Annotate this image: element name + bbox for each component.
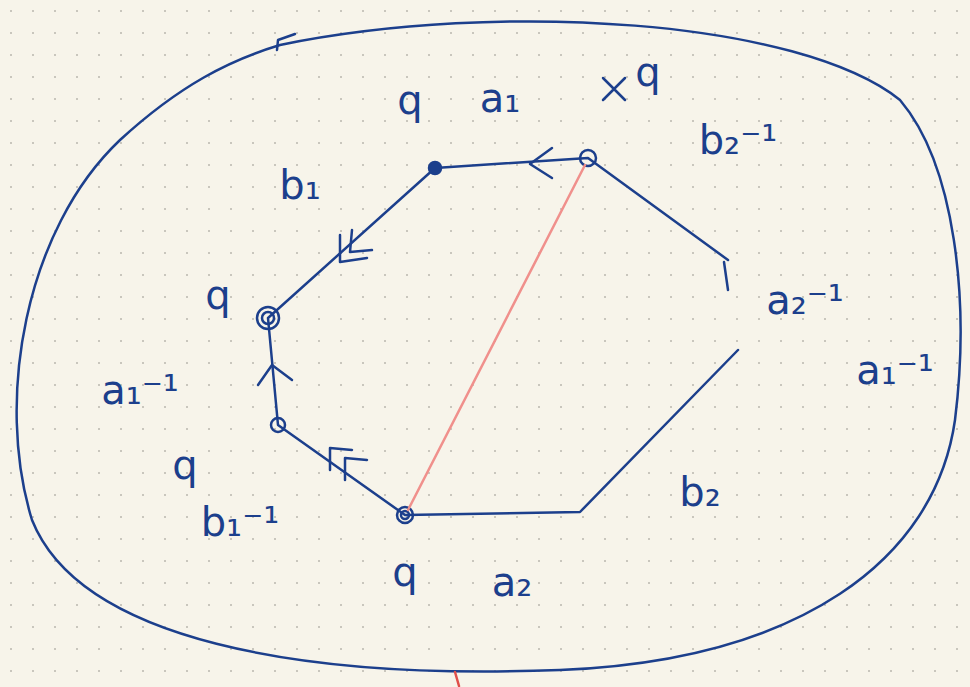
edge-label: a₁⁻¹ bbox=[101, 370, 179, 410]
edge-label: a₁ bbox=[480, 78, 521, 118]
arrow-mark bbox=[258, 365, 292, 385]
edge-label: q bbox=[397, 80, 422, 120]
vertex-dot bbox=[257, 307, 279, 329]
vertex-dot bbox=[401, 511, 409, 519]
vertex-dot bbox=[429, 162, 441, 174]
arrow-mark bbox=[345, 458, 367, 480]
edge-label: q bbox=[635, 52, 660, 92]
vertex-dot bbox=[262, 312, 274, 324]
edge-label: a₂ bbox=[492, 562, 533, 602]
arrow-mark bbox=[350, 230, 372, 252]
surface-outline bbox=[17, 21, 961, 671]
diagonal-line bbox=[408, 165, 585, 510]
edge-label: q bbox=[205, 275, 230, 315]
edge-label: b₂⁻¹ bbox=[699, 120, 778, 160]
arrow-mark bbox=[340, 235, 367, 262]
vertex-dot bbox=[397, 507, 413, 523]
arrow-mark bbox=[530, 148, 552, 178]
vertex-dot bbox=[271, 418, 285, 432]
octagon-edges bbox=[268, 168, 738, 515]
edge-label: b₂ bbox=[679, 472, 720, 512]
edge-label: a₂⁻¹ bbox=[766, 280, 844, 320]
edge-label: q bbox=[172, 445, 197, 485]
edge-label: b₁ bbox=[279, 165, 320, 205]
octagon-edge bbox=[724, 262, 728, 290]
vertex-dot bbox=[580, 150, 596, 166]
edge-label: q bbox=[392, 552, 417, 592]
edge-label: b₁⁻¹ bbox=[201, 502, 280, 542]
red-tick bbox=[455, 672, 459, 686]
bracket-mark bbox=[277, 34, 295, 50]
edge-label: a₁⁻¹ bbox=[856, 350, 934, 390]
cross-mark bbox=[603, 78, 625, 100]
